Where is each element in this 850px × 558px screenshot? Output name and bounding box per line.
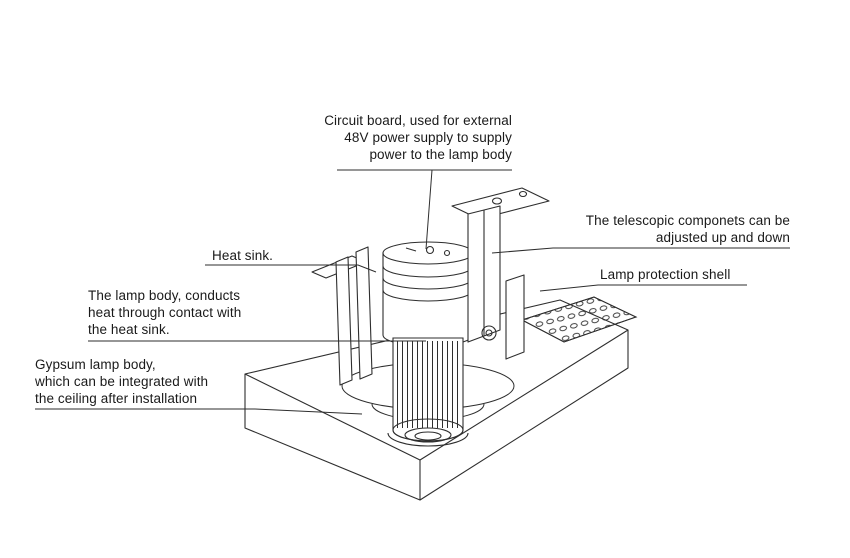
lamp-protection-shell: [505, 274, 525, 360]
label-lamp-protection-shell: Lamp protection shell: [600, 267, 731, 282]
leader-protection-shell: [539, 284, 747, 292]
telescopic-component: [451, 187, 550, 343]
lamp-body-tube: [387, 337, 469, 447]
perforated-plate: [520, 296, 638, 343]
label-gypsum-lamp-body: Gypsum lamp body, which can be integrate…: [35, 357, 209, 406]
leader-lines: [35, 169, 790, 415]
heat-sink-body: [382, 241, 474, 347]
label-lamp-body: The lamp body, conducts heat through con…: [88, 288, 242, 337]
label-telescopic-component: The telescopic componets can be adjusted…: [585, 213, 790, 245]
leader-telescopic: [491, 247, 790, 254]
leader-gypsum: [35, 408, 363, 415]
leader-heat-sink: [205, 264, 377, 273]
heat-sink-fins: [311, 246, 373, 386]
label-circuit-board: Circuit board, used for external 48V pow…: [324, 113, 512, 162]
leader-circuit-board: [337, 169, 512, 250]
label-heat-sink: Heat sink.: [212, 248, 274, 263]
